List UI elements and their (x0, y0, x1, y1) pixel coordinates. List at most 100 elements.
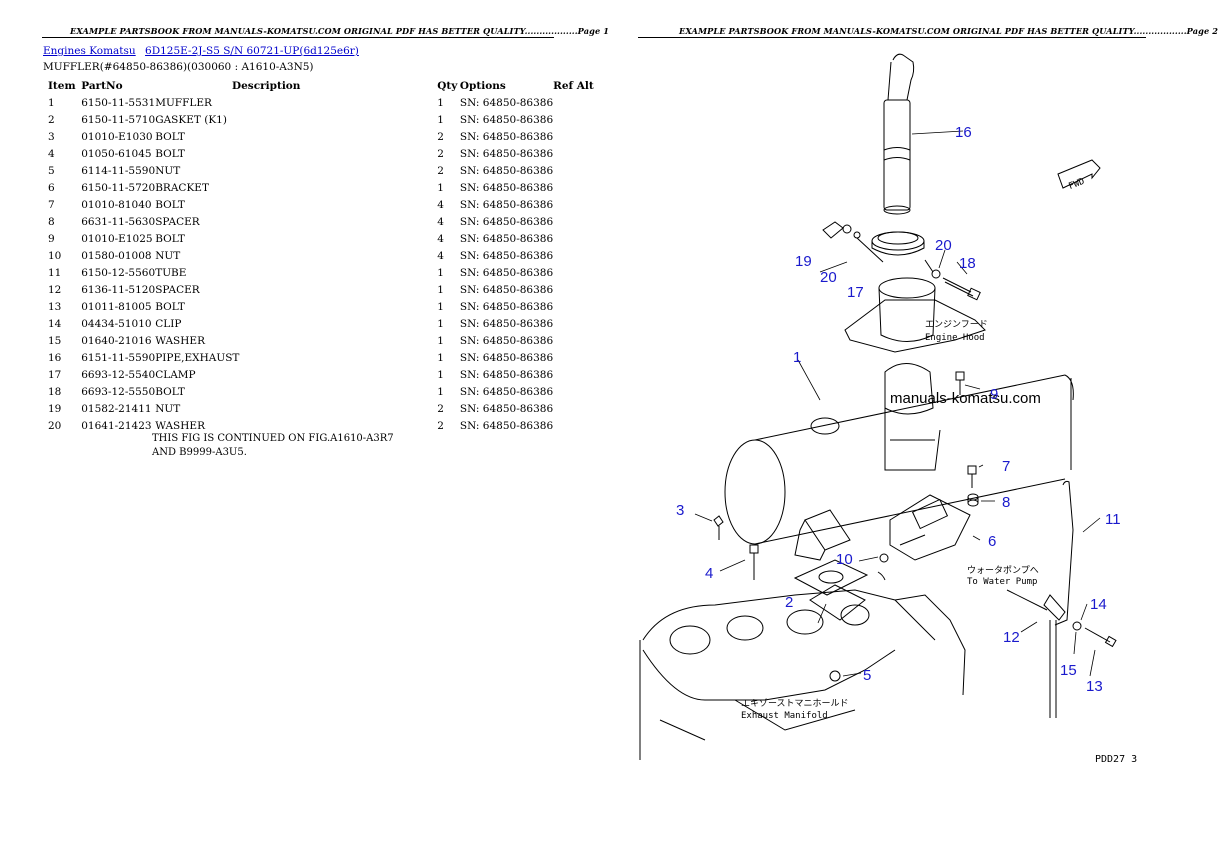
qty-cell: 2 (437, 402, 444, 415)
col-options-header: Options (459, 79, 506, 92)
options-cell: SN: 64850-86386 (459, 419, 554, 432)
partno-cell: 6150-11-5720 (81, 181, 156, 194)
options-cell: SN: 64850-86386 (459, 96, 554, 109)
description-cell: BOLT (155, 385, 185, 398)
options-cell: SN: 64850-86386 (459, 351, 554, 364)
refalt-cell (553, 400, 595, 417)
refalt-cell (553, 179, 595, 196)
partno-cell: 6150-11-5710 (81, 113, 156, 126)
exploded-parts-diagram: エンジンフード Engine Hood ウォータポンプへ To Water Pu… (639, 53, 1137, 765)
nut-5-drawing (829, 670, 841, 682)
callout-1: 1 (793, 349, 801, 366)
description-cell: WASHER (155, 419, 205, 432)
options-cell: SN: 64850-86386 (459, 334, 554, 347)
callout-10: 10 (836, 551, 853, 568)
note-line: THIS FIG IS CONTINUED ON FIG.A1610-A3R7 (152, 433, 394, 444)
qty-cell: 1 (437, 368, 444, 381)
partno-cell: 01010-E1030 (81, 130, 153, 143)
options-cell: SN: 64850-86386 (459, 198, 554, 211)
options-cell: SN: 64850-86386 (459, 300, 554, 313)
options-cell: SN: 64850-86386 (459, 402, 554, 415)
refalt-cell (553, 332, 595, 349)
bracket-drawing (889, 494, 971, 561)
qty-cell: 1 (437, 96, 444, 109)
breadcrumb-engines-link[interactable]: Engines Komatsu (43, 45, 136, 57)
bolt-3-drawing (713, 515, 724, 540)
page-code: PDD27 3 (1095, 754, 1137, 765)
callout-7: 7 (1002, 458, 1010, 475)
partno-cell: 6150-12-5560 (81, 266, 156, 279)
description-cell: BRACKET (155, 181, 209, 194)
callout-13: 13 (1086, 678, 1103, 695)
page-header-left: EXAMPLE PARTSBOOK FROM MANUALS-KOMATSU.C… (70, 26, 609, 36)
description-cell: SPACER (155, 283, 200, 296)
callout-17: 17 (847, 284, 864, 301)
options-cell: SN: 64850-86386 (459, 368, 554, 381)
callout-4: 4 (705, 565, 713, 582)
qty-cell: 1 (437, 334, 444, 347)
refalt-cell (553, 213, 595, 230)
continuation-note: THIS FIG IS CONTINUED ON FIG.A1610-A3R7 … (152, 432, 394, 460)
spacer-8-drawing (967, 493, 979, 507)
options-cell: SN: 64850-86386 (459, 317, 554, 330)
item-cell: 9 (48, 232, 55, 245)
partno-cell: 01640-21016 (81, 334, 152, 347)
breadcrumb-model-link[interactable]: 6D125E-2J-S5 S/N 60721-UP(6d125e6r) (145, 45, 359, 57)
callout-3: 3 (676, 502, 684, 519)
refalt-cell (553, 366, 595, 383)
qty-cell: 1 (437, 317, 444, 330)
page-header-right: EXAMPLE PARTSBOOK FROM MANUALS-KOMATSU.C… (679, 26, 1218, 36)
qty-cell: 4 (437, 198, 444, 211)
callout-2: 2 (785, 594, 793, 611)
bolt-4-drawing (749, 544, 759, 580)
options-cell: SN: 64850-86386 (459, 113, 554, 126)
partno-cell: 01010-E1025 (81, 232, 153, 245)
qty-cell: 1 (437, 385, 444, 398)
page-title: MUFFLER(#64850-86386)(030060 : A1610-A3N… (43, 61, 314, 73)
callout-14: 14 (1090, 596, 1107, 613)
description-cell: SPACER (155, 215, 200, 228)
callout-20: 20 (935, 237, 952, 254)
description-cell: GASKET (K1) (155, 113, 227, 126)
partno-cell: 01580-01008 (81, 249, 152, 262)
description-cell: NUT (155, 402, 181, 415)
item-cell: 1 (48, 96, 55, 109)
fwd-label: FWD (1067, 177, 1086, 192)
options-cell: SN: 64850-86386 (459, 266, 554, 279)
partno-cell: 01050-61045 (81, 147, 152, 160)
col-description-header: Description (232, 79, 301, 92)
description-cell: BOLT (155, 300, 185, 313)
partno-cell: 6693-12-5540 (81, 368, 156, 381)
water-pump-jp-label: ウォータポンプへ (967, 565, 1039, 576)
description-cell: CLAMP (155, 368, 196, 381)
water-tube-drawing (1006, 378, 1117, 718)
item-cell: 15 (48, 334, 62, 347)
partno-cell: 01010-81040 (81, 198, 152, 211)
engine-hood-label: Engine Hood (925, 333, 985, 343)
parts-table: Item PartNo Description Qty Options Ref … (44, 77, 595, 434)
callout-11: 11 (1105, 511, 1121, 528)
item-cell: 12 (48, 283, 62, 296)
engine-hood-drawing (844, 277, 986, 353)
qty-cell: 2 (437, 164, 444, 177)
description-cell: TUBE (155, 266, 187, 279)
options-cell: SN: 64850-86386 (459, 283, 554, 296)
gasket-drawing (793, 559, 869, 596)
refalt-cell (553, 383, 595, 400)
qty-cell: 2 (437, 147, 444, 160)
item-cell: 2 (48, 113, 55, 126)
col-qty-header: Qty (437, 79, 458, 92)
col-partno-header: PartNo (81, 79, 123, 92)
col-item-header: Item (48, 79, 76, 92)
qty-cell: 4 (437, 249, 444, 262)
partno-cell: 6693-12-5550 (81, 385, 156, 398)
